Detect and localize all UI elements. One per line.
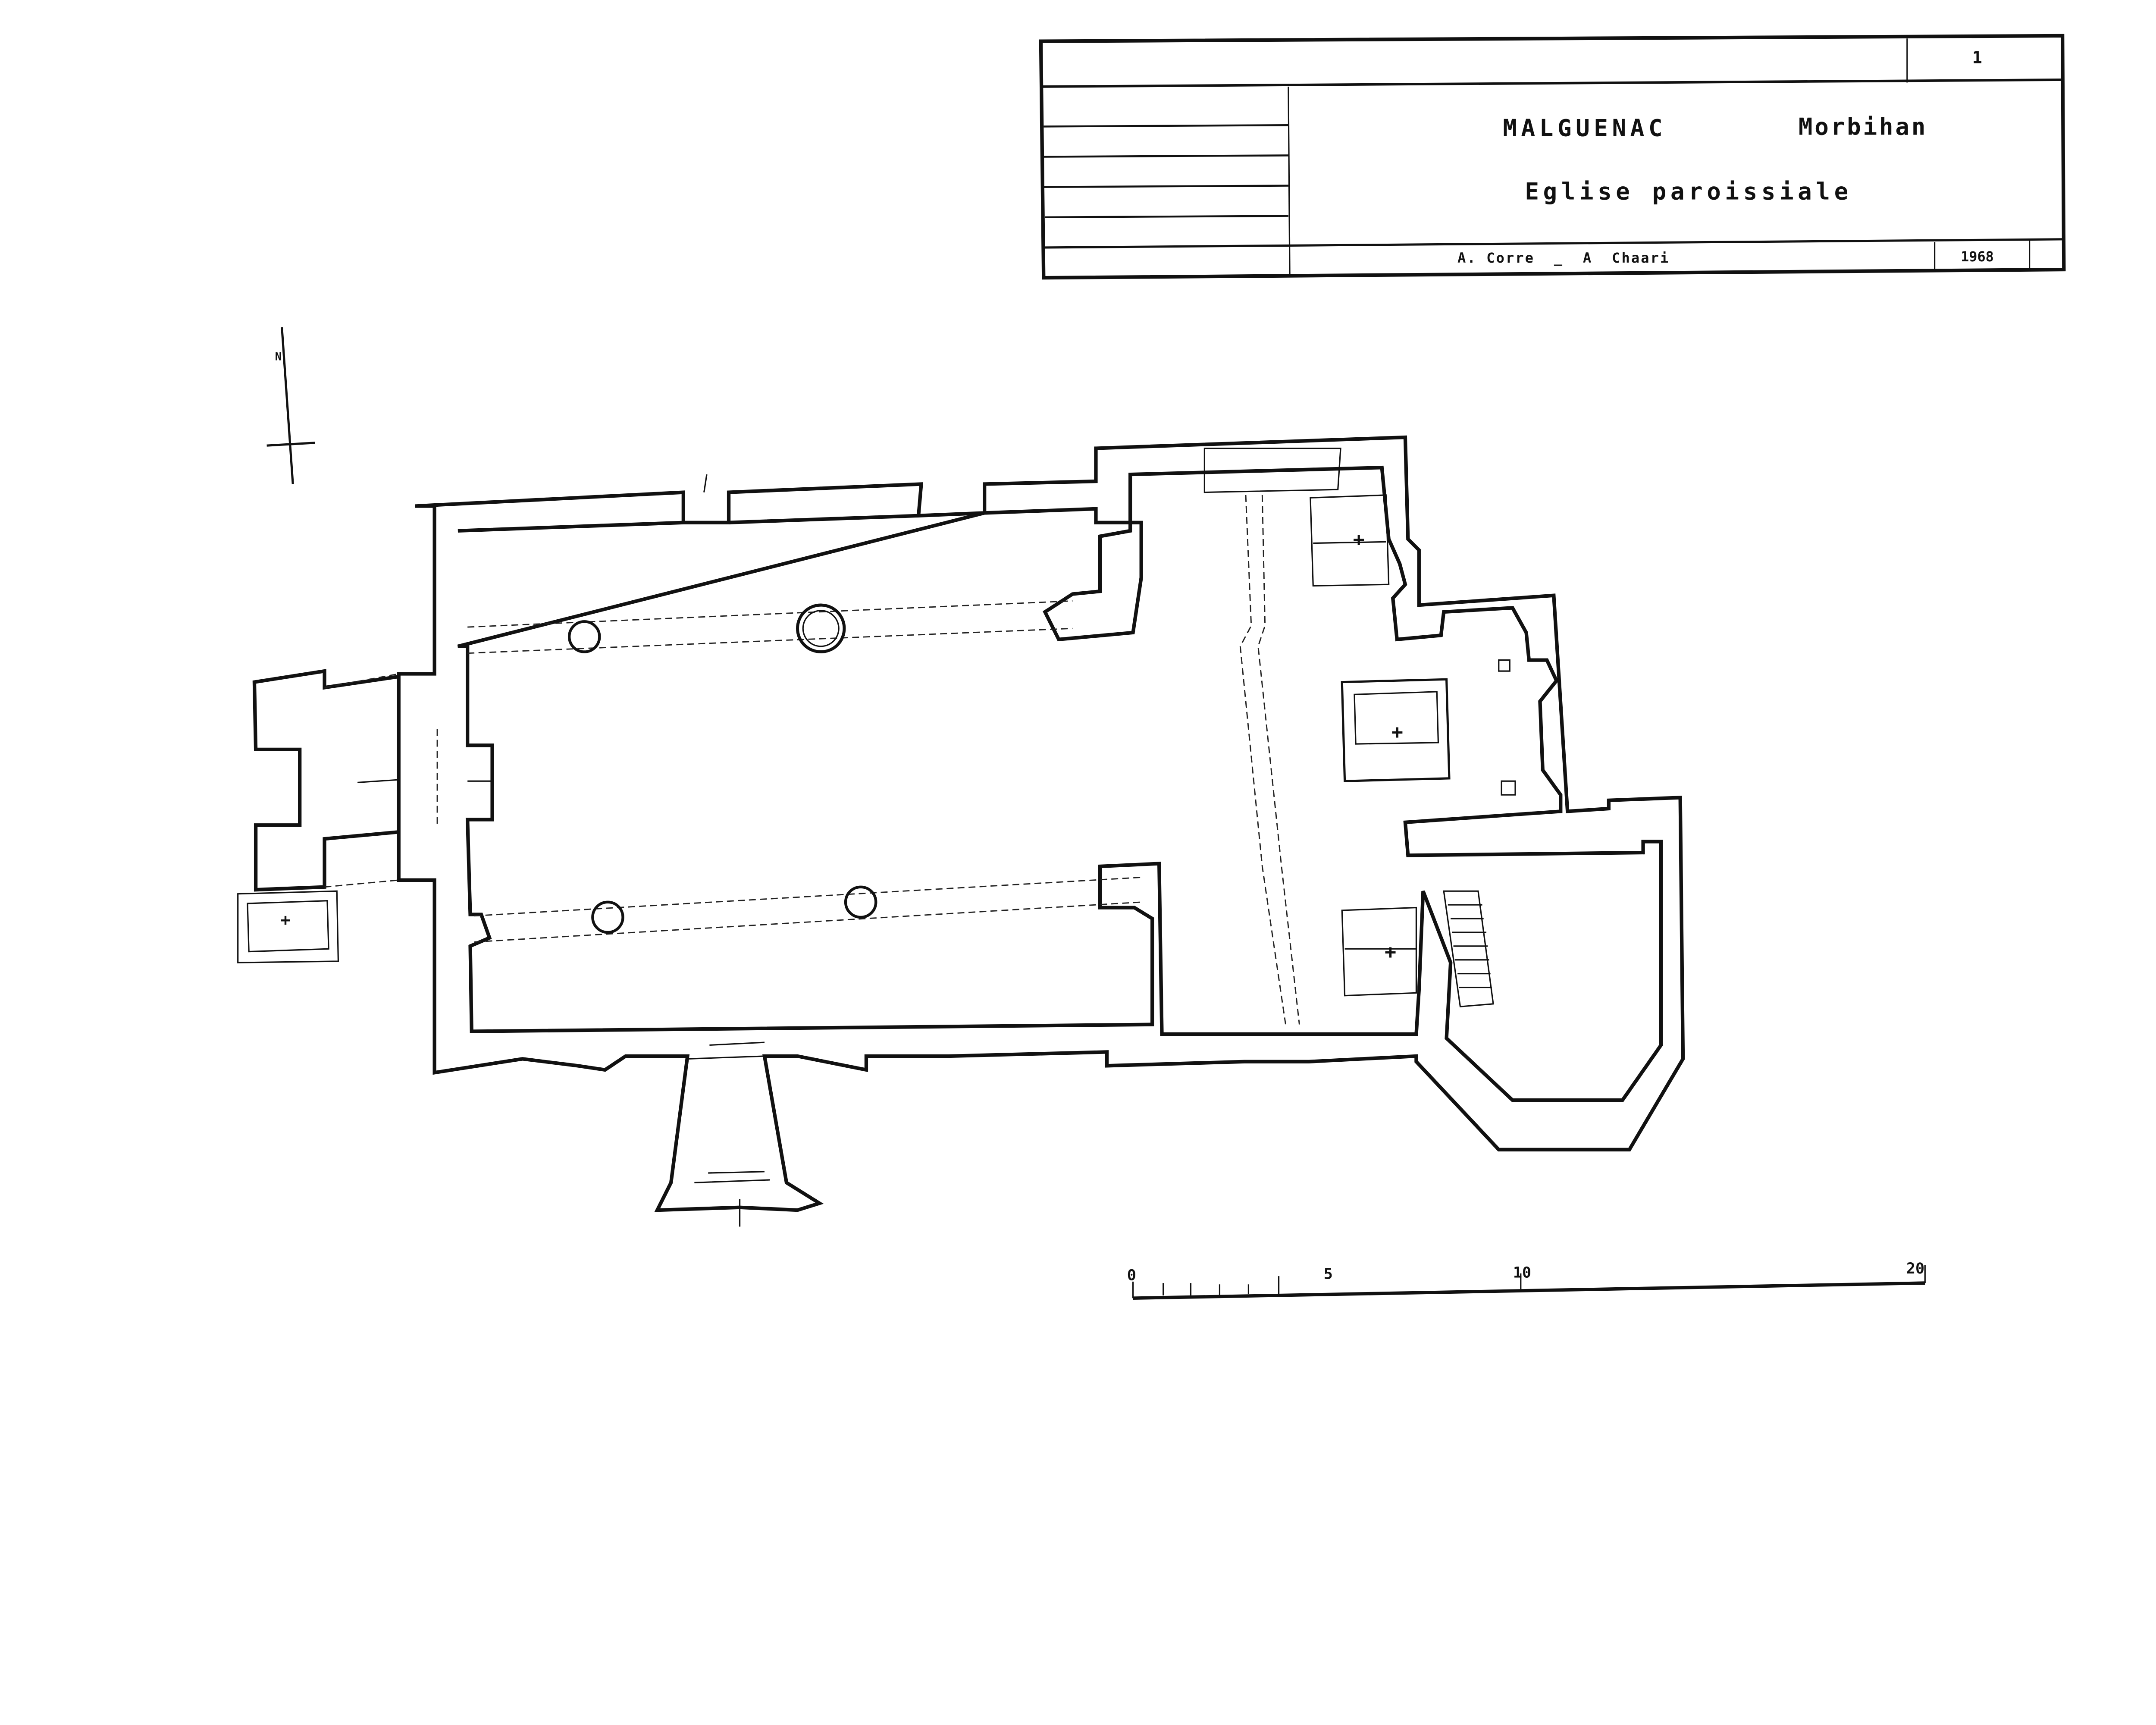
west-porch bbox=[252, 669, 399, 892]
scale-tick-0: 0 bbox=[1127, 1267, 1136, 1284]
nave-inner-wall bbox=[457, 465, 1663, 1102]
nave-outer-wall bbox=[397, 435, 1685, 1212]
altar-north: + bbox=[1310, 494, 1390, 587]
altar-main: + bbox=[1341, 678, 1451, 782]
scale-bar: 0 5 10 20 bbox=[1127, 1260, 1926, 1300]
church-plan-drawing: 1 MALGUENAC Morbihan Eglise paroissiale … bbox=[237, 34, 2066, 1300]
scale-tick-5: 5 bbox=[1324, 1265, 1333, 1283]
svg-text:+: + bbox=[281, 910, 291, 930]
svg-text:+: + bbox=[1391, 721, 1403, 743]
commune-name: MALGUENAC bbox=[1503, 115, 1667, 142]
north-arrow-icon: N bbox=[266, 327, 315, 484]
north-label: N bbox=[275, 350, 282, 363]
sheet-number: 1 bbox=[1972, 48, 1982, 68]
year: 1968 bbox=[1961, 248, 1994, 265]
altar-south: + bbox=[1341, 906, 1417, 997]
svg-text:+: + bbox=[1353, 528, 1365, 551]
authors: A. Corre _ A Chaari bbox=[1457, 250, 1670, 266]
floor-plan: + + + + bbox=[237, 435, 1685, 1227]
title-block: 1 MALGUENAC Morbihan Eglise paroissiale … bbox=[1039, 34, 2066, 280]
svg-text:+: + bbox=[1385, 941, 1396, 963]
building-name: Eglise paroissiale bbox=[1525, 178, 1852, 205]
scale-tick-20: 20 bbox=[1906, 1260, 1924, 1277]
scale-tick-10: 10 bbox=[1513, 1264, 1531, 1281]
department-name: Morbihan bbox=[1799, 113, 1927, 140]
